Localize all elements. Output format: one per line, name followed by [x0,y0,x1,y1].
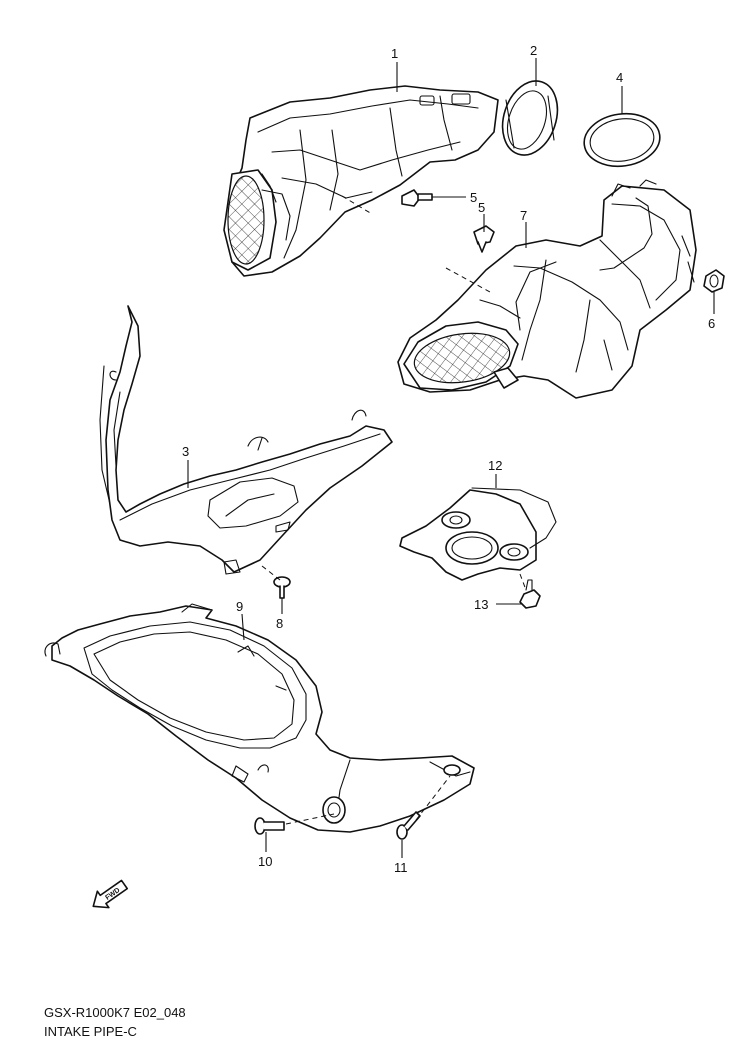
part-11-screw [396,811,421,840]
callout-4: 4 [616,70,623,85]
leader-lines [187,58,715,858]
part-3-intake-duct-lower [397,179,697,399]
callout-7: 3 [182,444,189,459]
part-6-grommet [703,269,725,293]
callout-8: 8 [276,616,283,631]
callout-13: 13 [474,597,488,612]
callout-3: 7 [520,208,527,223]
part-2-seal-ring [501,80,559,156]
part-5-clip-upper [401,189,433,207]
part-5-clip-lower [473,225,495,253]
callout-5-upper: 5 [470,190,477,205]
part-8-screw [273,576,291,599]
callout-2: 2 [530,43,537,58]
part-9-side-cowl-lower [44,603,475,833]
callout-11: 11 [394,860,408,875]
callout-9: 9 [236,599,243,614]
assembly-lines [261,195,527,825]
callout-12: 12 [488,458,502,473]
part-12-heat-shield [399,487,557,581]
callout-1: 1 [391,46,398,61]
part-7-side-cowl-upper [99,305,393,575]
part-4-gasket-ring [583,112,661,168]
callout-5-lower: 5 [478,200,485,215]
forward-direction-arrow: FWD [92,879,129,909]
callout-6: 6 [708,316,715,331]
callout-10: 10 [258,854,272,869]
part-1-intake-duct-upper [223,85,499,277]
diagram-title: INTAKE PIPE-C [44,1024,137,1039]
part-13-bolt [519,579,541,609]
callout-labels: 1 2 7 4 5 5 6 3 8 9 10 11 12 13 [182,43,715,875]
diagram-model-code: GSX-R1000K7 E02_048 [44,1005,186,1020]
part-10-rivet [254,817,285,835]
